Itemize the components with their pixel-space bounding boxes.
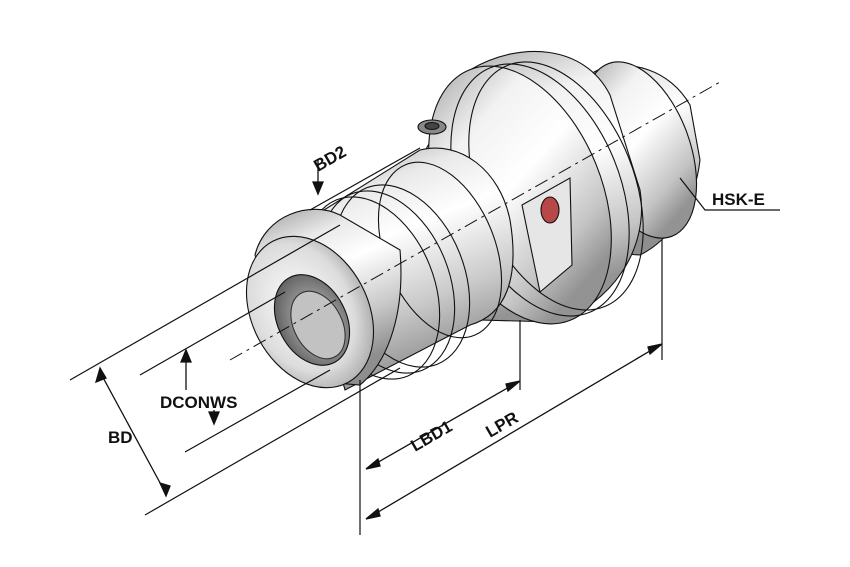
dimension-lines [69,147,780,535]
label-lbd1: LBD1 [408,417,456,456]
label-dconws: DCONWS [160,393,237,412]
label-hsk-e: HSK-E [712,190,765,209]
label-bd: BD [108,428,133,447]
set-screw-hex [424,121,440,131]
pin [540,196,560,224]
label-lpr: LPR [483,408,522,441]
label-bd2: BD2 [311,142,350,175]
center-axis [229,81,721,361]
dimension-arrows [95,160,663,520]
bore-inner [290,290,346,360]
drive-slot [521,177,573,294]
